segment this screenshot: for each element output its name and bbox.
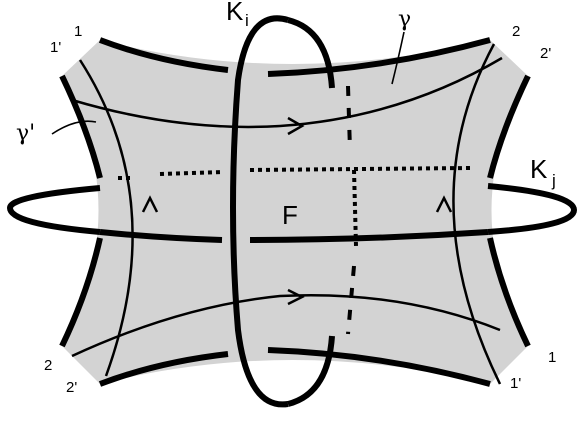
arrow-gamma-top: [287, 116, 305, 136]
knot-j-left-arc: [6, 185, 101, 235]
curve-gamma-bottom: [71, 293, 501, 358]
knot-i-front-arc: [230, 15, 289, 408]
label-knot-j-subscript: j: [551, 171, 556, 190]
knot-i-top-arc: [287, 17, 335, 89]
hidden-line-vertical-top: [346, 85, 352, 151]
label-knot-j: K: [530, 154, 548, 184]
pointer-gamma: [391, 31, 405, 85]
surface-boundary-top-left: [98, 37, 229, 73]
label-corner-top-left-outer: 1: [74, 23, 82, 40]
curve-gamma-prime-right: [452, 43, 502, 385]
surface-boundary-left-top: [59, 74, 103, 179]
label-corner-bottom-left-outer: 2: [44, 357, 52, 374]
surface-boundary-bottom-left: [98, 351, 229, 387]
surface-boundary-bottom-right: [267, 347, 491, 387]
label-corner-bottom-right-inner: 1': [510, 375, 521, 392]
label-surface-f: F: [282, 200, 298, 230]
label-corner-top-right-inner: 2': [540, 45, 551, 62]
curve-gamma-top: [71, 56, 503, 129]
knot-j-front-right: [249, 229, 489, 243]
surface-f: [62, 40, 528, 384]
label-gamma-prime: γ': [16, 121, 35, 146]
label-corner-top-left-inner: 1': [50, 39, 61, 56]
label-knot-i: K: [226, 0, 244, 26]
label-corner-top-right-outer: 2: [512, 23, 520, 40]
arrow-gamma-prime-right: [435, 195, 453, 213]
surface-boundary-right-bottom: [487, 237, 531, 348]
knot-j-right-arc: [487, 183, 577, 235]
curve-gamma-prime-left: [78, 59, 134, 377]
label-gamma: γ: [398, 7, 411, 32]
arrow-gamma-prime-left: [141, 195, 159, 213]
label-knot-i-subscript: i: [245, 11, 249, 30]
hidden-line-horizontal-left: [118, 170, 223, 180]
pointer-gamma-prime: [51, 120, 97, 135]
label-corner-bottom-left-inner: 2': [66, 379, 77, 396]
knot-j-front-left: [99, 229, 223, 243]
surface-boundary-left-bottom: [59, 237, 103, 348]
surface-boundary-top-right: [267, 37, 491, 77]
knot-i-bottom-arc: [287, 335, 335, 407]
surface-boundary-right-top: [487, 74, 531, 179]
arrow-gamma-bottom: [287, 288, 305, 306]
label-corner-bottom-right-outer: 1: [548, 349, 556, 366]
